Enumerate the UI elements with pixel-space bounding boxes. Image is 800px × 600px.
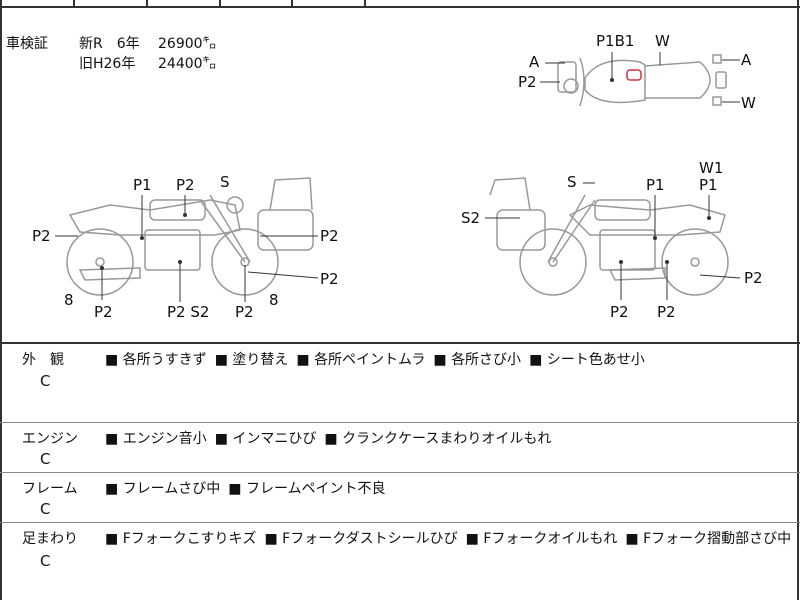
item: インマニひび — [215, 431, 317, 447]
label-left-p2-tail: P2 — [32, 227, 51, 245]
top-view-red-mark — [626, 69, 642, 81]
item: クランクケースまわりオイルもれ — [324, 431, 551, 447]
motorcycle-diagrams — [55, 52, 741, 302]
label-left-p1: P1 — [133, 176, 152, 194]
header-cell-divider — [291, 0, 293, 7]
category-engine: エンジン — [22, 431, 78, 447]
category-exterior: 外 観 — [22, 352, 64, 368]
item: フレームさび中 — [105, 481, 220, 497]
header-cell-divider — [219, 0, 221, 7]
label-left-p2-front: P2 — [235, 303, 254, 321]
label-top-a: A — [529, 53, 540, 71]
item: Fフォークダストシールひび — [264, 531, 457, 547]
item: 塗り替え — [215, 352, 289, 368]
label-left-s: S — [220, 173, 230, 191]
inspection-era-new: 新R 6年 — [79, 36, 140, 52]
grade-exterior: C — [40, 372, 51, 390]
item: 各所さび小 — [433, 352, 521, 368]
label-right-p2-muffler: P2 — [657, 303, 676, 321]
row-divider — [0, 522, 800, 523]
label-right-w1: W1 — [699, 159, 724, 177]
items-exterior: 各所うすきず塗り替え各所ペイントムラ各所さび小シート色あせ小 — [105, 349, 653, 369]
label-left-p2-box: P2 — [320, 227, 339, 245]
left-view-drawing — [66, 177, 314, 296]
label-left-p2-wheel: P2 — [320, 270, 339, 288]
label-left-p2-s2: P2 S2 — [167, 303, 210, 321]
items-suspension: Fフォークこすりキズ Fフォークダストシールひび Fフォークオイルもれ Fフォーク摺動… — [105, 528, 799, 548]
label-right-p1-tail: P1 — [699, 176, 718, 194]
top-border — [0, 6, 800, 8]
header-cell-divider — [364, 0, 366, 7]
top-view-drawing — [557, 54, 727, 107]
category-frame: フレーム — [22, 481, 78, 497]
label-top-p2: P2 — [518, 73, 537, 91]
label-top-p1b1: P1B1 — [596, 32, 635, 50]
header-cell-divider — [146, 0, 148, 7]
label-top-a-rear: A — [741, 51, 752, 69]
label-top-w: W — [655, 32, 670, 50]
label-left-p2-muffler: P2 — [94, 303, 113, 321]
label-right-p2-engine: P2 — [610, 303, 629, 321]
right-border — [797, 0, 799, 600]
item: Fフォークこすりキズ — [105, 531, 256, 547]
label-right-p2-wheel: P2 — [744, 269, 763, 287]
right-view-drawing — [489, 177, 729, 296]
items-engine: エンジン音小インマニひびクランクケースまわりオイルもれ — [105, 428, 559, 448]
items-frame: フレームさび中フレームペイント不良 — [105, 478, 394, 498]
label-left-8-rear: 8 — [64, 291, 74, 309]
label-right-p1: P1 — [646, 176, 665, 194]
header-cell-divider — [73, 0, 75, 7]
grade-engine: C — [40, 450, 51, 468]
inspection-mileage-new: 26900㌔ — [158, 36, 217, 52]
inspection-mileage-old: 24400㌔ — [158, 56, 217, 72]
item: 各所うすきず — [105, 352, 207, 368]
label-left-8-front: 8 — [269, 291, 279, 309]
category-suspension: 足まわり — [22, 531, 78, 547]
grade-frame: C — [40, 500, 51, 518]
item: 各所ペイントムラ — [296, 352, 425, 368]
item: Fフォークオイルもれ — [466, 531, 618, 547]
row-divider — [0, 422, 800, 423]
label-right-s2: S2 — [461, 209, 481, 227]
item: フレームペイント不良 — [228, 481, 385, 497]
row-divider — [0, 472, 800, 473]
left-border — [0, 0, 2, 600]
grade-suspension: C — [40, 552, 51, 570]
item: エンジン音小 — [105, 431, 207, 447]
section-divider — [0, 342, 800, 344]
label-top-w-rear: W — [741, 94, 756, 112]
label-right-s: S — [567, 173, 577, 191]
inspection-era-old: 旧H26年 — [79, 56, 136, 72]
item: シート色あせ小 — [529, 352, 645, 368]
inspection-label: 車検証 — [6, 36, 48, 52]
item: Fフォーク摺動部さび中 — [625, 531, 791, 547]
label-left-p2-tank: P2 — [176, 176, 195, 194]
